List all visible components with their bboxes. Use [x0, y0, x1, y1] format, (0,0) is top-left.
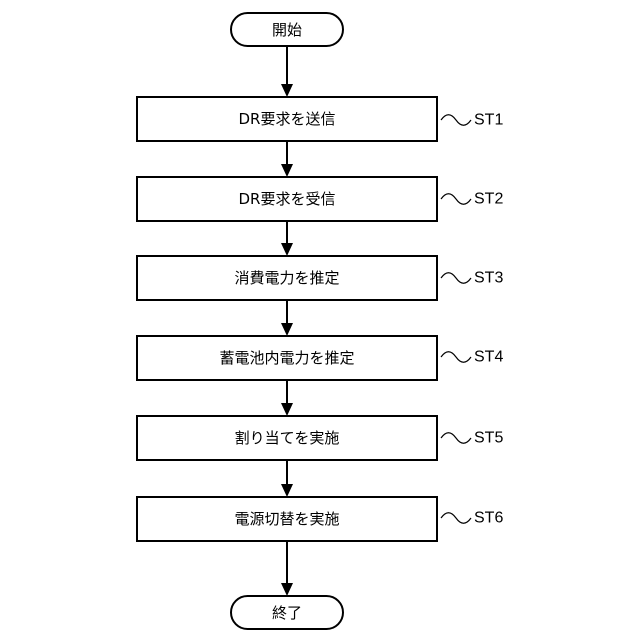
step-text: 電源切替を実施: [234, 510, 339, 528]
start-terminator: 開始: [231, 13, 343, 46]
process-step-st1: DR要求を送信 ST1: [137, 97, 503, 141]
step-leader-tilde: [441, 433, 471, 444]
arrow-st3-to-st4: [281, 300, 293, 336]
arrow-st5-to-st6: [281, 460, 293, 497]
arrow-st6-to-end: [281, 541, 293, 596]
step-text: 消費電力を推定: [234, 269, 339, 287]
process-step-st5: 割り当てを実施 ST5: [137, 416, 503, 460]
process-step-st4: 蓄電池内電力を推定 ST4: [137, 336, 503, 380]
process-step-st2: DR要求を受信 ST2: [137, 177, 503, 221]
step-text: 蓄電池内電力を推定: [219, 349, 354, 367]
arrow-st1-to-st2: [281, 141, 293, 177]
step-leader-tilde: [441, 194, 471, 205]
arrow-st4-to-st5: [281, 380, 293, 416]
step-leader-tilde: [441, 352, 471, 363]
step-id: ST6: [474, 510, 503, 527]
process-step-st3: 消費電力を推定 ST3: [137, 256, 503, 300]
step-id: ST4: [474, 349, 503, 366]
start-label: 開始: [272, 21, 302, 39]
step-leader-tilde: [441, 115, 471, 126]
step-text: DR要求を受信: [239, 190, 336, 208]
end-terminator: 終了: [231, 596, 343, 629]
step-id: ST2: [474, 191, 503, 208]
process-step-st6: 電源切替を実施 ST6: [137, 497, 503, 541]
arrow-start-to-st1: [281, 46, 293, 97]
arrow-st2-to-st3: [281, 221, 293, 256]
step-id: ST1: [474, 112, 503, 129]
step-leader-tilde: [441, 513, 471, 524]
step-text: 割り当てを実施: [235, 429, 340, 447]
step-text: DR要求を送信: [239, 110, 336, 128]
end-label: 終了: [272, 604, 302, 622]
step-id: ST3: [474, 270, 503, 287]
step-leader-tilde: [441, 273, 471, 284]
step-id: ST5: [474, 430, 503, 447]
